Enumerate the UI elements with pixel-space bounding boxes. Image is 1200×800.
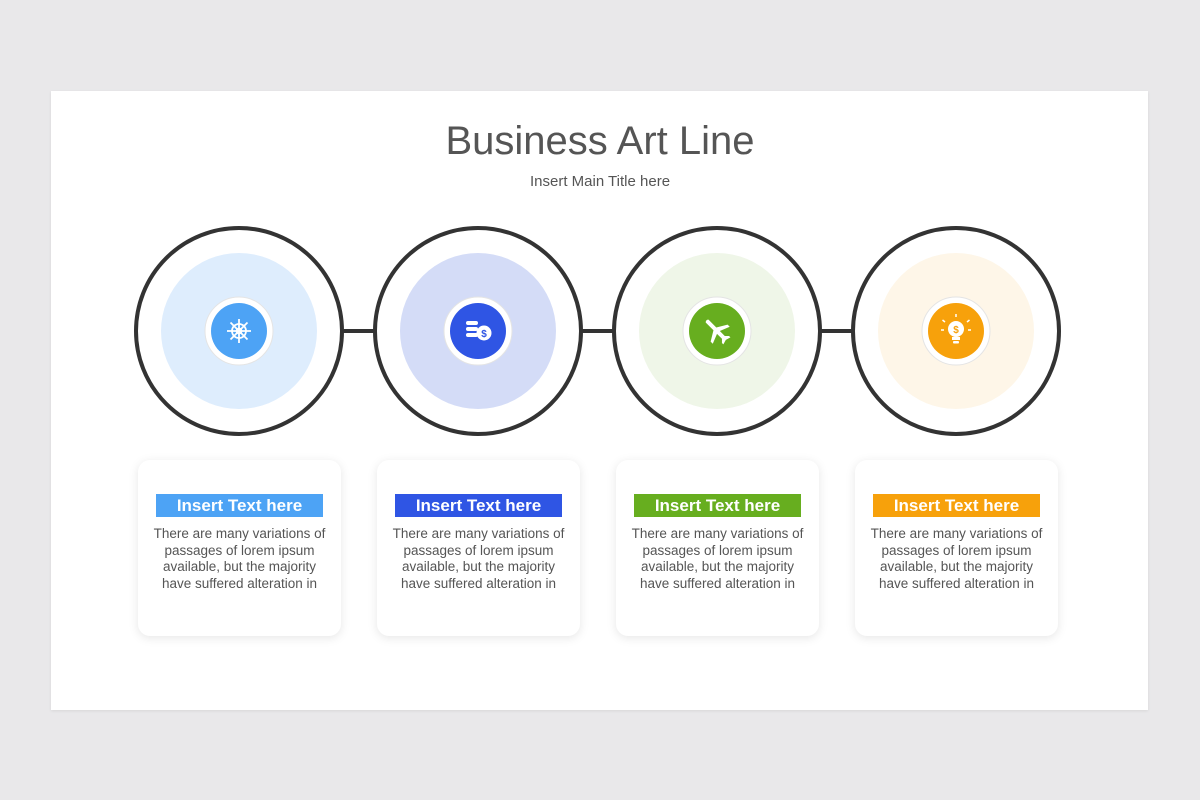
step-1-node (134, 226, 344, 436)
step-1-label: Insert Text here (156, 494, 323, 517)
step-1-description: There are many variations of passages of… (153, 526, 326, 591)
step-4-node: $ (851, 226, 1061, 436)
step-2-card: Insert Text here There are many variatio… (377, 460, 580, 636)
step-3-label: Insert Text here (634, 494, 801, 517)
step-3-description: There are many variations of passages of… (631, 526, 804, 591)
svg-text:$: $ (481, 329, 487, 340)
page-subtitle: Insert Main Title here (529, 173, 671, 190)
step-1-card: Insert Text here There are many variatio… (138, 460, 341, 636)
svg-text:$: $ (953, 325, 959, 336)
step-3-card: Insert Text here There are many variatio… (616, 460, 819, 636)
coins-dollar-icon: $ (466, 321, 492, 341)
step-2-description: There are many variations of passages of… (392, 526, 565, 591)
step-4-label: Insert Text here (873, 494, 1040, 517)
step-4-description: There are many variations of passages of… (870, 526, 1043, 591)
step-2-node: $ (373, 226, 583, 436)
step-2-label: Insert Text here (395, 494, 562, 517)
airplane-icon (705, 319, 731, 345)
step-3-node (612, 226, 822, 436)
ship-wheel-icon (227, 319, 251, 343)
step-4-card: Insert Text here There are many variatio… (855, 460, 1058, 636)
page-title: Business Art Line (445, 119, 755, 163)
lightbulb-dollar-icon: $ (941, 314, 971, 344)
